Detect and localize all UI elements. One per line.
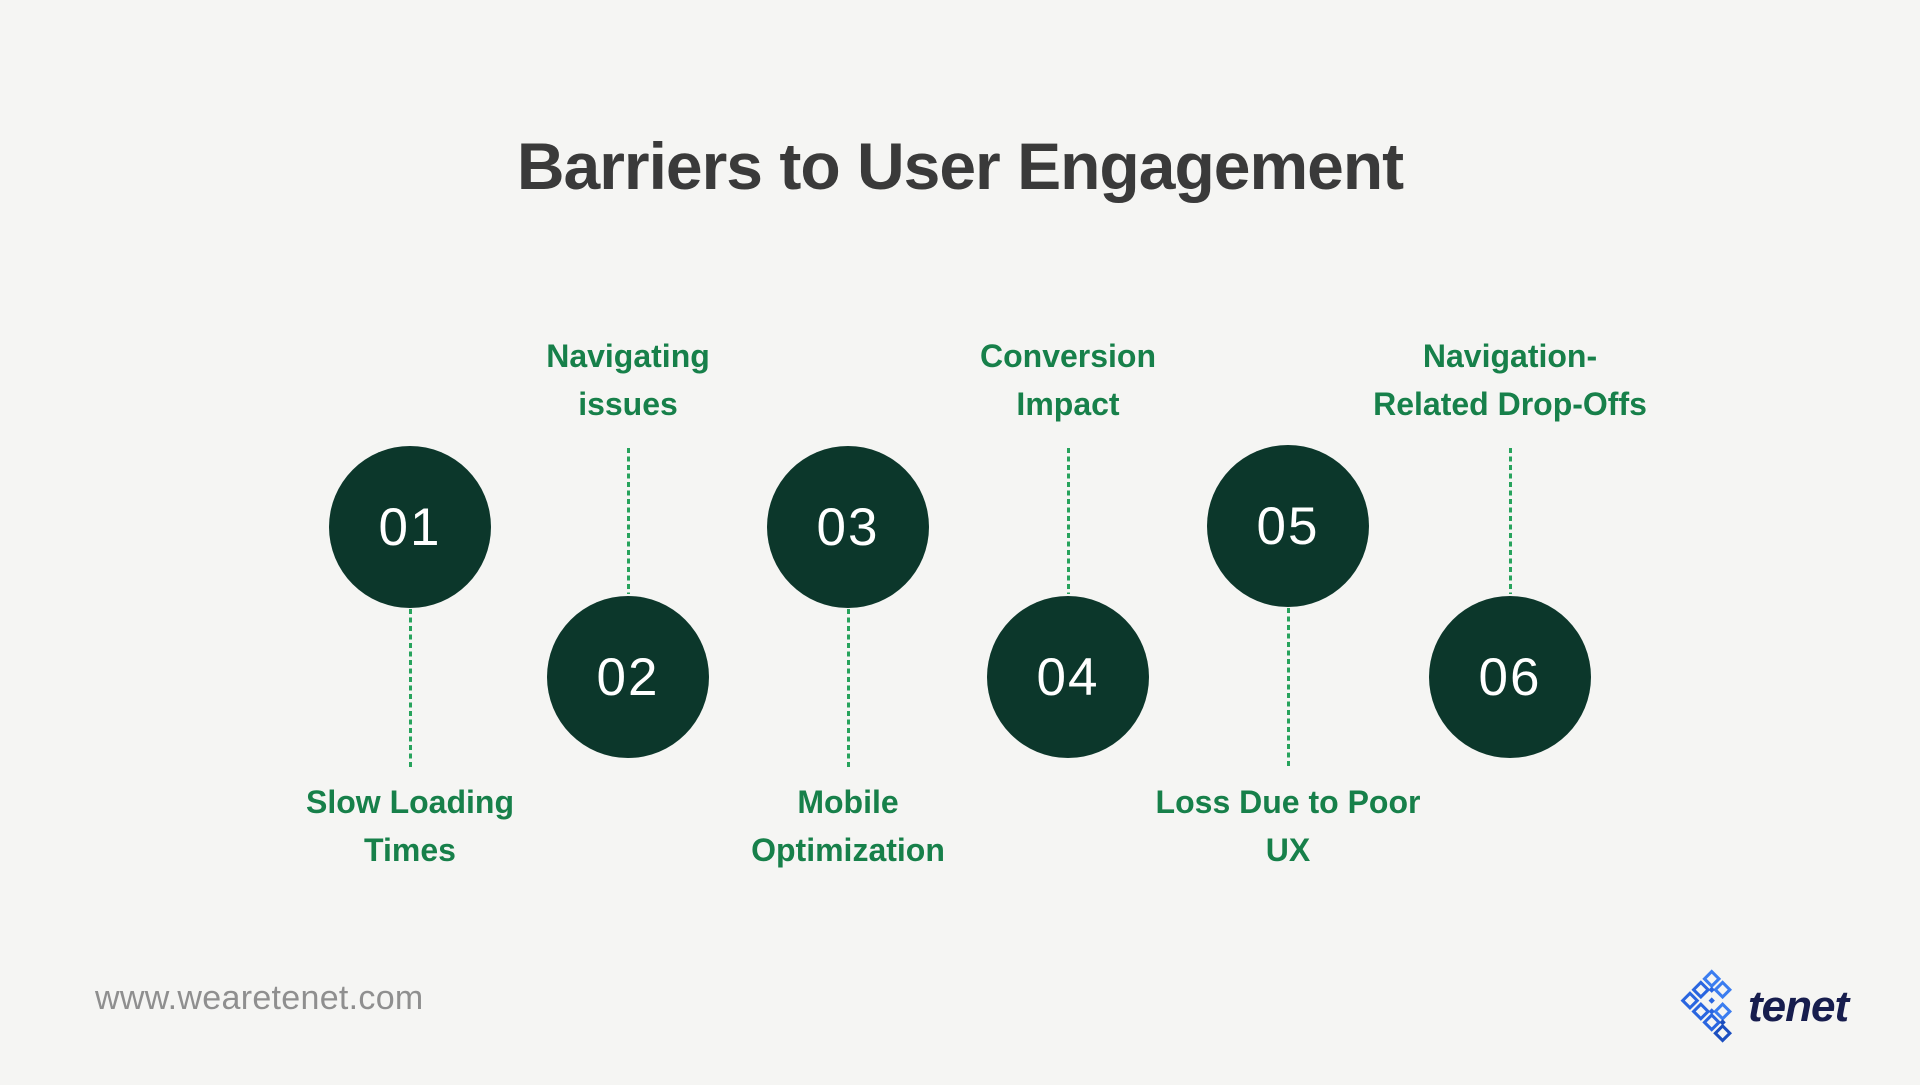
tenet-logo-text: tenet	[1748, 981, 1849, 1031]
step-number: 06	[1478, 647, 1542, 707]
tenet-logo-icon	[1680, 966, 1738, 1051]
connector-line	[627, 448, 630, 594]
step-number: 01	[378, 497, 442, 557]
step-circle: 05	[1207, 445, 1369, 607]
step-number: 04	[1036, 647, 1100, 707]
step-circle: 01	[329, 446, 491, 608]
step-circle: 04	[987, 596, 1149, 758]
step-label: Mobile Optimization	[751, 784, 945, 868]
step-number: 03	[816, 497, 880, 557]
step-number: 05	[1256, 496, 1320, 556]
step-label: Navigating issues	[546, 338, 710, 422]
connector-line	[409, 609, 412, 767]
connector-line	[1509, 448, 1512, 594]
step-circle: 03	[767, 446, 929, 608]
step-circle: 02	[547, 596, 709, 758]
connector-line	[847, 609, 850, 767]
page-title: Barriers to User Engagement	[516, 129, 1404, 203]
step-label: Navigation- Related Drop-Offs	[1373, 338, 1647, 422]
website-url: www.wearetenet.com	[95, 979, 424, 1017]
step-label: Conversion Impact	[979, 338, 1157, 422]
step-circle: 06	[1429, 596, 1591, 758]
step-number: 02	[596, 647, 660, 707]
step-label: Slow Loading Times	[306, 784, 514, 868]
tenet-logo: tenet	[1680, 966, 1849, 1051]
connector-line	[1067, 448, 1070, 594]
connector-line	[1287, 608, 1290, 766]
step-label: Loss Due to Poor UX	[1155, 784, 1421, 868]
